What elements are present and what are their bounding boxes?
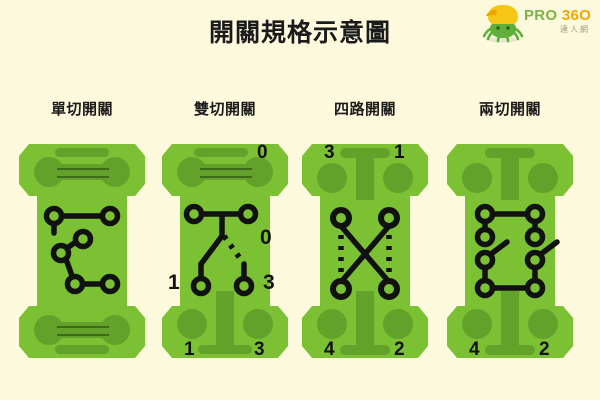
switch-card-four-way: 四路開關 3 1 4 2 [295,100,435,380]
switch-figure-single-pole [17,136,147,366]
label-schematic-3: 3 [263,271,275,294]
label-top-3: 3 [324,142,335,163]
switch-figure-four-way: 3 1 4 2 [300,136,430,366]
label-top-1: 1 [394,142,405,163]
top-center-post [501,148,519,200]
brand-wordmark: PRO 36O 達人網 [524,7,592,35]
label-bottom-4: 4 [324,339,335,360]
switch-caption-single-pole: 單切開關 [50,101,113,118]
top-plate-slot [194,148,248,157]
top-center-post [356,148,374,200]
schematic-nodes-double-pole [474,203,546,299]
bottom-center-post [216,291,234,346]
label-bottom-1: 1 [184,339,195,360]
switch-caption-four-way: 四路開關 [333,101,396,118]
bottom-terminal-right [528,309,558,339]
switch-figure-double-pole: 4 2 [445,136,575,366]
label-bottom-2: 2 [539,339,550,360]
schematic-nodes-four-way [330,207,400,300]
bottom-terminal-bridge [49,322,115,338]
brand-name-suffix: 36O [557,7,592,24]
bottom-center-post [501,291,519,346]
top-plate-slot [485,148,535,158]
schematic-nodes-three-way [183,203,259,297]
switch-card-double-pole: 兩切開關 4 2 [440,100,580,380]
switch-card-three-way: 雙切開關 0 1 3 [155,100,295,380]
bottom-terminal-right [383,309,413,339]
bottom-terminal-left [177,309,207,339]
bottom-center-post [356,291,374,346]
octopus-mascot-icon [482,4,524,44]
brand-name-prefix: PRO [524,7,558,24]
switch-card-single-pole: 單切開關 [12,100,152,380]
brand-logo: PRO 36O 達人網 [482,4,592,44]
bottom-plate-slot [55,345,109,354]
top-terminal-bridge [49,164,115,180]
label-bottom-4: 4 [469,339,480,360]
page-title: 開關規格示意圖 [208,19,391,47]
schematic-four-way-crossing [338,223,392,285]
top-plate-slot [55,148,109,157]
bottom-terminal-right [243,309,273,339]
bottom-plate-slot [340,345,390,355]
switch-body [37,176,127,326]
brand-name: PRO 36O [524,7,592,24]
top-terminal-right [383,163,413,193]
top-terminal-left [317,163,347,193]
top-terminal-left [462,163,492,193]
schematic-nodes-single-pole [43,205,121,295]
label-schematic-0: 0 [260,226,272,249]
top-plate-slot [340,148,390,158]
bottom-terminal-left [317,309,347,339]
bottom-plate-slot [485,345,535,355]
brand-subtitle: 達人網 [560,25,590,34]
top-terminal-right [528,163,558,193]
top-terminal-bridge [192,164,258,180]
label-top-0: 0 [257,142,268,163]
label-schematic-1: 1 [168,271,180,294]
switch-caption-three-way: 雙切開關 [193,101,256,118]
bottom-plate-slot [198,345,252,354]
switch-caption-double-pole: 兩切開關 [478,101,541,118]
switch-figure-three-way: 0 1 3 [160,136,290,366]
bottom-terminal-left [462,309,492,339]
label-bottom-3: 3 [254,339,265,360]
label-bottom-2: 2 [394,339,405,360]
